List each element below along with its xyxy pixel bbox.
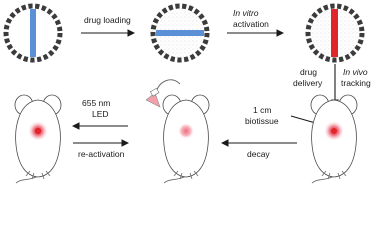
label-drug: drug: [300, 67, 317, 77]
red-rod-vertical: [331, 9, 338, 57]
led-device: [145, 79, 181, 108]
label-activation: activation: [233, 19, 269, 29]
mouse-decayed: [145, 79, 210, 184]
label-655nm: 655 nm: [82, 98, 110, 108]
label-in-vitro: In vitro: [233, 8, 259, 18]
mouse-tracked: [310, 94, 358, 184]
label-led: LED: [92, 109, 109, 119]
mouse-reactivated: [14, 94, 62, 184]
particle-loaded: [150, 3, 210, 63]
label-drug-loading: drug loading: [84, 15, 131, 25]
label-decay: decay: [247, 149, 270, 159]
particle-activated: [305, 3, 365, 63]
label-re-activation: re-activation: [78, 149, 125, 159]
particle-unloaded: [3, 3, 63, 63]
label-delivery: delivery: [293, 78, 323, 88]
tumor-glow-faint: [178, 123, 194, 139]
label-1cm: 1 cm: [253, 105, 271, 115]
blue-rod-vertical: [30, 9, 36, 57]
blue-rod-horizontal: [156, 30, 204, 36]
scheme-canvas: drug loading In vitro activation drug de…: [3, 3, 371, 184]
label-tracking: tracking: [341, 78, 371, 88]
led-cone: [145, 92, 161, 108]
label-in-vivo: In vivo: [343, 67, 368, 77]
label-biotissue: biotissue: [245, 116, 279, 126]
led-cable: [155, 79, 181, 93]
